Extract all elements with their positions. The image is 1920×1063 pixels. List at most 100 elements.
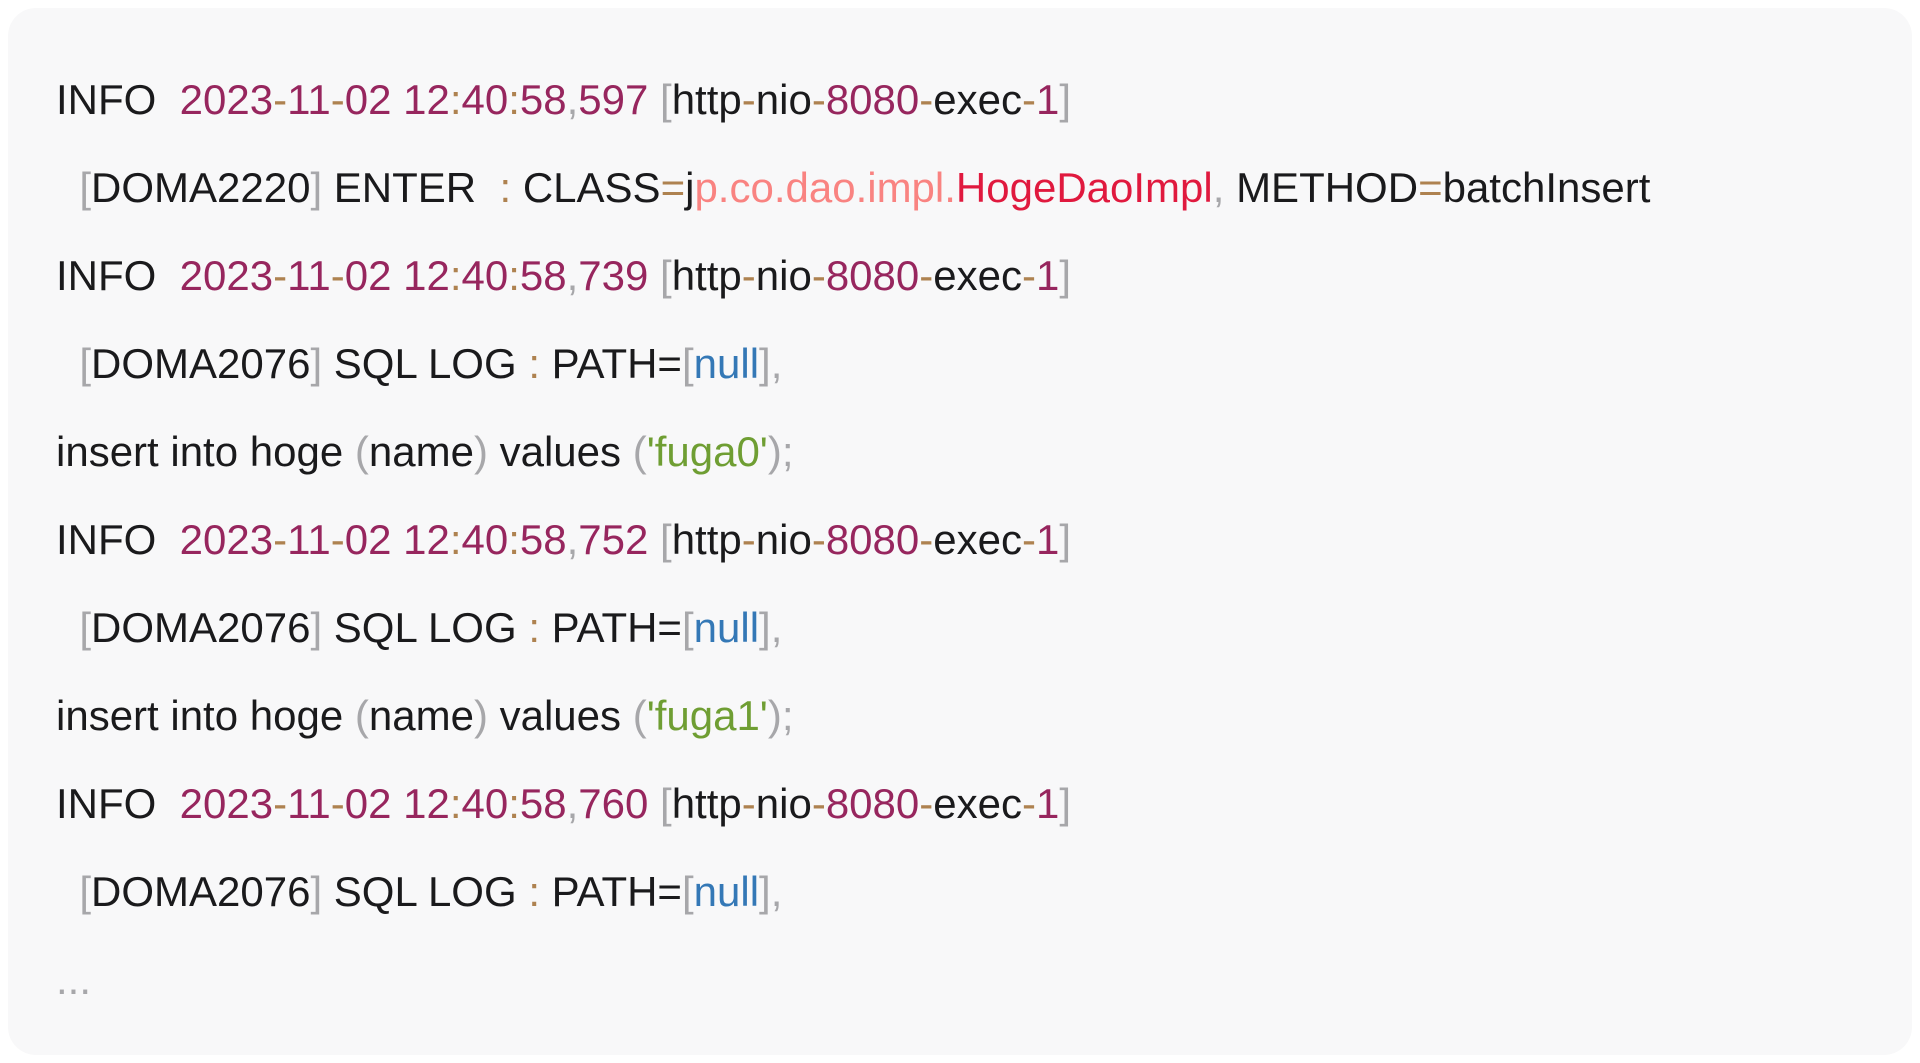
log-token-number: 40	[461, 252, 509, 299]
log-token-number: 1	[1035, 76, 1060, 123]
log-token-number: 12	[403, 252, 450, 299]
log-token-text: nio	[755, 516, 812, 563]
log-token-operator: :	[528, 868, 540, 915]
log-token-punctuation: ;	[781, 692, 794, 739]
log-card: INFO 2023-11-02 12:40:58,597 [http-nio-8…	[8, 8, 1912, 1055]
log-token-punctuation: ]	[1059, 76, 1072, 123]
log-token-text: insert into hoge	[56, 428, 355, 475]
log-token-text: nio	[755, 76, 812, 123]
log-token-punctuation: ,	[770, 868, 783, 915]
log-token-operator: :	[449, 252, 462, 299]
log-token-text: batchInsert	[1442, 164, 1651, 211]
log-line: ...	[56, 936, 1872, 1024]
log-token-operator: -	[811, 780, 826, 827]
log-token-number: 58	[519, 516, 567, 563]
log-token-text: name	[368, 692, 474, 739]
log-token-operator: :	[449, 516, 462, 563]
log-token-punctuation: ,	[566, 252, 579, 299]
log-token-number: 02	[344, 252, 392, 299]
log-token-text: DOMA2076	[91, 868, 311, 915]
log-token-text: http	[671, 252, 742, 299]
log-token-punctuation: [	[79, 340, 92, 387]
log-token-punctuation: ,	[566, 780, 579, 827]
log-token-number: 58	[519, 76, 567, 123]
log-token-operator: -	[273, 252, 288, 299]
log-token-text	[56, 604, 79, 651]
log-token-null_literal: null	[693, 340, 760, 387]
log-token-number: 58	[519, 780, 567, 827]
log-token-class_name: HogeDaoImpl	[955, 164, 1213, 211]
log-token-operator: -	[1021, 76, 1036, 123]
log-token-operator: -	[330, 252, 345, 299]
log-token-punctuation: [	[681, 868, 694, 915]
log-token-punctuation: ]	[759, 340, 771, 387]
log-token-text: SQL LOG	[322, 868, 529, 915]
log-token-number: 11	[287, 252, 331, 299]
log-token-text	[56, 340, 79, 387]
log-token-text: INFO	[56, 780, 180, 827]
log-token-operator: :	[508, 516, 520, 563]
log-token-punctuation: ]	[310, 868, 323, 915]
log-token-operator: -	[811, 252, 826, 299]
log-line: [DOMA2076] SQL LOG : PATH=[null],	[56, 320, 1872, 408]
log-token-operator: :	[508, 76, 520, 123]
log-block: INFO 2023-11-02 12:40:58,597 [http-nio-8…	[8, 8, 1912, 1024]
log-token-text	[648, 780, 660, 827]
log-token-punctuation: [	[681, 340, 694, 387]
log-token-operator: :	[528, 604, 540, 651]
log-token-number: 2023	[179, 780, 274, 827]
log-token-punctuation: ,	[566, 516, 579, 563]
log-token-punctuation: ...	[56, 956, 92, 1003]
log-token-operator: -	[811, 516, 826, 563]
log-token-number: 1	[1035, 516, 1060, 563]
log-token-number: 40	[461, 76, 509, 123]
log-token-text: exec	[933, 780, 1022, 827]
log-token-operator: -	[919, 252, 934, 299]
log-token-text: SQL LOG	[322, 340, 529, 387]
log-token-null_literal: null	[693, 604, 760, 651]
log-token-punctuation: ,	[770, 604, 783, 651]
log-token-punctuation: [	[660, 252, 672, 299]
log-token-punctuation: ]	[759, 604, 771, 651]
log-token-number: 752	[578, 516, 649, 563]
log-token-text: INFO	[56, 76, 180, 123]
log-token-text: values	[487, 428, 633, 475]
log-token-number: 02	[344, 780, 392, 827]
log-token-punctuation: [	[660, 76, 672, 123]
log-token-text	[648, 76, 660, 123]
log-token-text: nio	[755, 252, 812, 299]
log-token-string: 'fuga1'	[646, 692, 768, 739]
log-token-text: PATH=	[539, 868, 682, 915]
log-token-text: http	[671, 780, 742, 827]
log-token-number: 12	[403, 516, 450, 563]
log-token-punctuation: ]	[1059, 516, 1072, 563]
log-token-number: 40	[461, 516, 509, 563]
log-token-operator: -	[919, 76, 934, 123]
log-token-number: 2023	[179, 516, 274, 563]
log-token-punctuation: ]	[310, 164, 323, 211]
log-token-text: nio	[755, 780, 812, 827]
log-token-number: 58	[519, 252, 567, 299]
log-token-text: INFO	[56, 516, 180, 563]
log-token-number: 40	[461, 780, 509, 827]
log-token-text: PATH=	[539, 604, 682, 651]
log-line: INFO 2023-11-02 12:40:58,752 [http-nio-8…	[56, 496, 1872, 584]
log-token-number: 739	[578, 252, 649, 299]
log-token-text: http	[671, 516, 742, 563]
log-line: insert into hoge (name) values ('fuga1')…	[56, 672, 1872, 760]
log-token-number: 760	[578, 780, 649, 827]
log-token-text	[391, 76, 403, 123]
log-line: INFO 2023-11-02 12:40:58,760 [http-nio-8…	[56, 760, 1872, 848]
log-token-operator: :	[528, 340, 540, 387]
log-token-operator: -	[741, 780, 756, 827]
log-token-operator: -	[330, 76, 345, 123]
log-token-punctuation: )	[767, 692, 782, 739]
log-token-operator: -	[741, 252, 756, 299]
log-token-number: 8080	[825, 780, 920, 827]
log-token-string: 'fuga0'	[646, 428, 768, 475]
log-token-punctuation: [	[660, 780, 672, 827]
log-token-text: DOMA2076	[91, 340, 311, 387]
log-token-punctuation: )	[767, 428, 782, 475]
log-token-punctuation: )	[473, 692, 488, 739]
log-token-text: name	[368, 428, 474, 475]
